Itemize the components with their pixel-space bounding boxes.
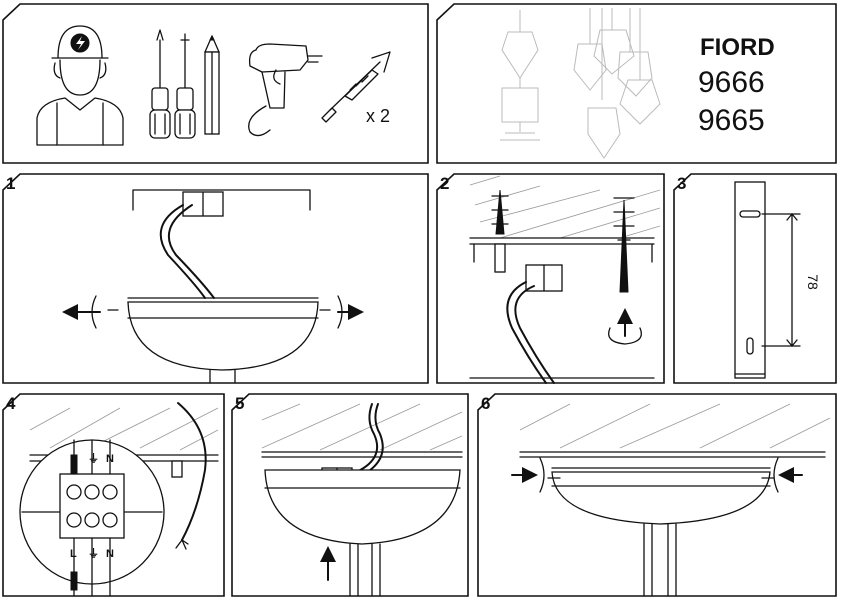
step-2-panel: 2: [436, 173, 665, 384]
step-number: 6: [481, 394, 490, 413]
terminal-label: N: [106, 548, 114, 560]
terminal-label: N: [106, 453, 114, 465]
wall-plug-icon: [491, 189, 509, 273]
model-code: 9665: [698, 104, 765, 137]
pencil-icon: [204, 34, 220, 135]
step-3-panel: 3 78: [673, 173, 837, 384]
step-6-panel: 6: [477, 393, 837, 597]
drill-icon: [248, 43, 323, 137]
step-number: 5: [235, 394, 244, 413]
model-code: 9666: [698, 66, 765, 99]
brand-name: FIORD: [700, 34, 775, 61]
step-number: 2: [440, 174, 449, 193]
dimension-label: 78: [805, 274, 821, 290]
step-number: 1: [6, 174, 15, 193]
anchor-quantity: x 2: [366, 106, 390, 126]
pendant-lamp-illustration: [500, 8, 661, 159]
step-4-panel: 4 L ⏚ N L ⏚ N: [2, 393, 225, 597]
terminal-label: ⏚: [88, 452, 99, 465]
wall-plug-icon: [321, 51, 391, 123]
electrician-icon: [36, 25, 124, 146]
wall-plug-icon: [613, 197, 635, 293]
step-5-panel: 5: [231, 393, 469, 597]
step-number: 3: [677, 174, 686, 193]
terminal-label: L: [70, 453, 77, 465]
terminal-block: L ⏚ N L ⏚ N: [19, 439, 165, 597]
step-1-panel: 1: [2, 173, 429, 384]
terminal-label: L: [70, 548, 77, 560]
step-number: 4: [6, 394, 16, 413]
terminal-label: ⏚: [88, 547, 99, 560]
tools-panel: x 2: [2, 3, 429, 164]
product-panel: FIORD 9666 9665: [436, 3, 837, 164]
screwdriver-icon: [149, 29, 171, 139]
screwdriver-icon: [174, 33, 196, 139]
